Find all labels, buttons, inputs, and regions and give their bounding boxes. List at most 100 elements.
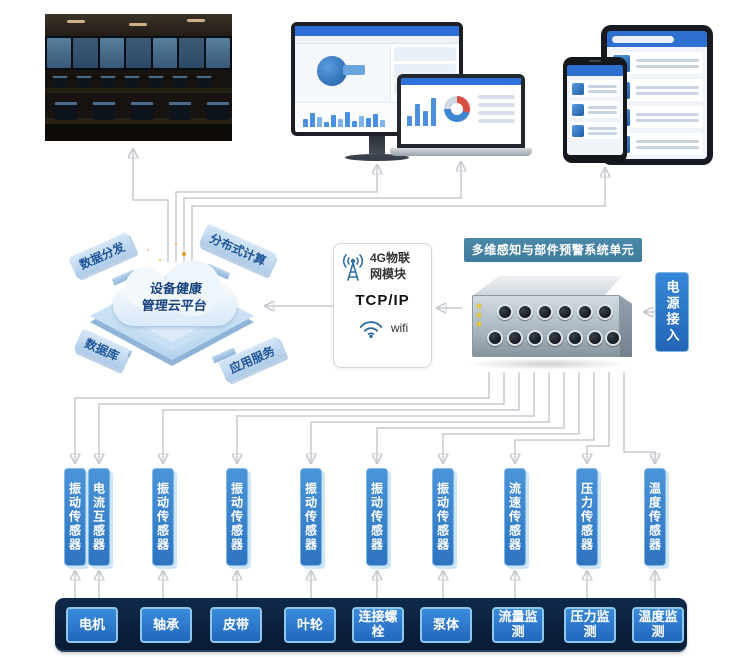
equipment-connecting-bolts: 连接螺栓 <box>352 607 404 643</box>
laptop <box>390 74 532 156</box>
cloud-label-line1: 设备健康 <box>149 281 203 297</box>
cloud-platform: 数据分发 分布式计算 数据库 应用服务 设备健康 管理云平台 <box>60 200 310 395</box>
workstation-monitors-back <box>45 76 232 88</box>
cloud-platform-label: 设备健康 管理云平台 <box>102 268 248 328</box>
laptop-text-lines <box>478 91 515 127</box>
laptop-header-bar <box>401 78 521 85</box>
connector-port <box>577 304 593 320</box>
sensing-unit-title: 多维感知与部件预警系统单元 <box>464 238 642 262</box>
connector-port <box>567 330 583 346</box>
sensing-unit: 多维感知与部件预警系统单元 <box>464 238 642 378</box>
equipment-label: 电机 <box>78 616 105 632</box>
equipment-label: 叶轮 <box>296 616 323 632</box>
device-top-face <box>472 276 622 296</box>
connector-port <box>527 330 543 346</box>
tcpip-label: TCP/IP <box>355 292 410 309</box>
connector-port <box>557 304 573 320</box>
video-wall <box>45 36 232 70</box>
connector-port <box>605 330 621 346</box>
equipment-bar: 电机 轴承 皮带 叶轮 连接螺栓 泵体 流量监测 压力监测 温度监测 <box>55 598 687 652</box>
led-indicator <box>477 322 481 326</box>
sensor-label: 温度传感器 <box>647 482 662 552</box>
equipment-label: 皮带 <box>222 616 249 632</box>
connector-port <box>517 304 533 320</box>
list-item <box>570 80 620 97</box>
equipment-label: 温度监测 <box>638 609 678 639</box>
sensor-vibration-4: 振动传感器 <box>300 468 322 566</box>
sensor-vibration-5: 振动传感器 <box>366 468 388 566</box>
sensor-label: 振动传感器 <box>303 482 318 552</box>
list-item <box>570 101 620 118</box>
connector-port <box>537 304 553 320</box>
desk-row-front <box>45 118 232 124</box>
workstation-monitors-front <box>45 102 232 120</box>
sensor-flow: 流速传感器 <box>504 468 526 566</box>
sensor-label: 电流互感器 <box>91 482 106 552</box>
led-indicator <box>477 313 481 317</box>
sensor-label: 压力传感器 <box>579 482 594 552</box>
laptop-screen <box>397 74 525 148</box>
sensor-pressure: 压力传感器 <box>576 468 598 566</box>
sensing-unit-device <box>464 268 642 378</box>
monitor-base <box>345 154 409 161</box>
device-front-face <box>472 295 621 357</box>
sensor-label: 振动传感器 <box>369 482 384 552</box>
equipment-impeller: 叶轮 <box>284 607 336 643</box>
sensor-current-transformer: 电流互感器 <box>88 468 110 566</box>
floor <box>45 124 232 141</box>
laptop-bar-chart <box>407 92 436 126</box>
cloud-label-line2: 管理云平台 <box>140 298 208 313</box>
item-thumbnail <box>572 124 584 137</box>
connector-port <box>507 330 523 346</box>
equipment-label: 泵体 <box>432 616 459 632</box>
equipment-bearing: 轴承 <box>140 607 192 643</box>
equipment-pump-body: 泵体 <box>420 607 472 643</box>
laptop-base <box>390 148 532 156</box>
desk-row-back <box>45 88 232 93</box>
control-room-photo <box>45 14 232 141</box>
equipment-flow-monitoring: 流量监测 <box>492 607 544 643</box>
equipment-label: 流量监测 <box>498 609 538 639</box>
connector-port <box>487 330 503 346</box>
cloud-body <box>113 260 237 326</box>
monitor-stand <box>369 136 385 154</box>
equipment-image-panel <box>295 44 391 102</box>
equipment-motor: 电机 <box>66 607 118 643</box>
module-label-line1: 4G物联 <box>370 251 411 266</box>
device-shadow <box>466 358 630 370</box>
connector-port <box>547 330 563 346</box>
connector-port <box>597 304 613 320</box>
equipment-pressure-monitoring: 压力监测 <box>564 607 616 643</box>
equipment-label: 连接螺栓 <box>358 609 398 639</box>
sensor-label: 振动传感器 <box>229 482 244 552</box>
phone-screen <box>567 65 623 155</box>
sensor-vibration-3: 振动传感器 <box>226 468 248 566</box>
search-bar <box>612 35 674 43</box>
sensor-vibration-6: 振动传感器 <box>432 468 454 566</box>
tablet-header-bar <box>607 31 707 47</box>
phone <box>563 57 627 163</box>
sensor-vibration-2: 振动传感器 <box>152 468 174 566</box>
module-label-line2: 网模块 <box>370 267 407 281</box>
list-item <box>570 122 620 139</box>
satellite-label: 数据库 <box>82 336 122 364</box>
satellite-app-services: 应用服务 <box>218 335 286 384</box>
ceiling-lights <box>45 14 232 36</box>
sensor-label: 流速传感器 <box>507 482 522 552</box>
wifi-icon <box>359 321 383 339</box>
dashboard-nav-bar <box>295 36 459 44</box>
comm-module-box: 4G物联 网模块 TCP/IP wifi <box>333 243 432 368</box>
sensor-temperature: 温度传感器 <box>644 468 666 566</box>
satellite-label: 应用服务 <box>227 343 277 377</box>
sensor-vibration-1: 振动传感器 <box>64 468 86 566</box>
equipment-label: 压力监测 <box>570 609 610 639</box>
led-indicator <box>477 304 481 308</box>
wifi-label: wifi <box>390 321 409 335</box>
power-input-box: 电源接入 <box>655 272 689 352</box>
device-side-face <box>619 295 632 357</box>
connector-port <box>587 330 603 346</box>
antenna-icon <box>342 254 364 281</box>
equipment-label: 轴承 <box>152 616 179 632</box>
dashboard-header-bar <box>295 26 459 36</box>
